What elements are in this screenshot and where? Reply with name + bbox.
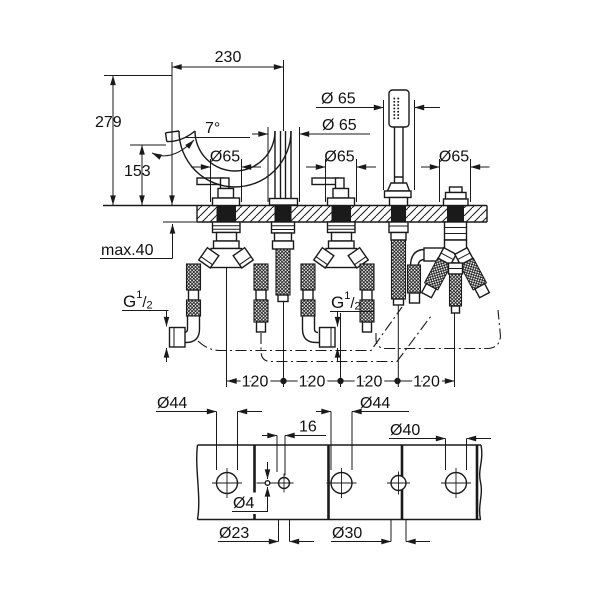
break-line-left [196, 444, 200, 520]
valve-right [300, 221, 375, 348]
spray-face-dots [393, 97, 400, 120]
side-view-dimensions: 230 279 153 7° Ø 65 Ø 65 Ø65 Ø65 [95, 49, 490, 393]
dia-65-diverter-label: Ø65 [439, 149, 469, 166]
dia-4-label: Ø4 [233, 495, 254, 512]
dia-40-label: Ø40 [390, 422, 420, 439]
drill-hole-3 [326, 468, 357, 498]
hose-routing-lines [197, 306, 502, 363]
dim-279-label: 279 [95, 114, 122, 131]
spout-connection [270, 221, 296, 303]
break-line-right [478, 444, 483, 520]
diverter-knob [442, 186, 469, 222]
angle-7-label: 7° [205, 120, 220, 137]
drill-hole-4 [387, 471, 410, 495]
dim-153-label: 153 [124, 163, 151, 180]
inlet-elbow-right [318, 326, 336, 348]
dia-65-left-handle-label: Ø65 [210, 149, 240, 166]
inlet-elbow-left [168, 326, 186, 348]
diverter-body [406, 221, 491, 314]
dia-65-spout-label: Ø 65 [322, 117, 357, 134]
dia-44-right-label: Ø44 [360, 395, 390, 412]
plan-view [196, 444, 483, 521]
mounting-deck [103, 204, 488, 223]
side-view [103, 89, 502, 363]
hand-shower-hose [388, 221, 409, 306]
max-40-label: max.40 [101, 242, 154, 259]
dim-120-label-1: 120 [242, 374, 269, 391]
dia-65-right-handle-label: Ø65 [324, 149, 354, 166]
dim-120-label-4: 120 [413, 374, 440, 391]
thread-size-label-left: G1/2 [123, 289, 153, 312]
dia-30-label: Ø30 [332, 525, 362, 542]
diverter-arm-left [420, 246, 458, 299]
dim-230-label: 230 [215, 49, 242, 66]
drill-hole-5 [441, 468, 471, 498]
dia-23-label: Ø23 [219, 525, 249, 542]
drill-hole-1 [212, 468, 242, 498]
hand-shower [383, 89, 412, 222]
dim-120-label-2: 120 [299, 374, 326, 391]
dim-120-label-3: 120 [356, 374, 383, 391]
diverter-arm-right [453, 246, 491, 299]
plan-view-dimensions: Ø44 Ø44 16 Ø40 Ø4 Ø23 [156, 395, 491, 545]
dim-16-label: 16 [299, 419, 317, 436]
pin-hole [256, 480, 282, 487]
valve-left [168, 221, 269, 348]
dia-65-handshower-label: Ø 65 [321, 91, 356, 108]
spout [164, 130, 299, 222]
thread-size-label-right: G1/2 [331, 290, 361, 313]
dia-44-left-label: Ø44 [157, 395, 187, 412]
